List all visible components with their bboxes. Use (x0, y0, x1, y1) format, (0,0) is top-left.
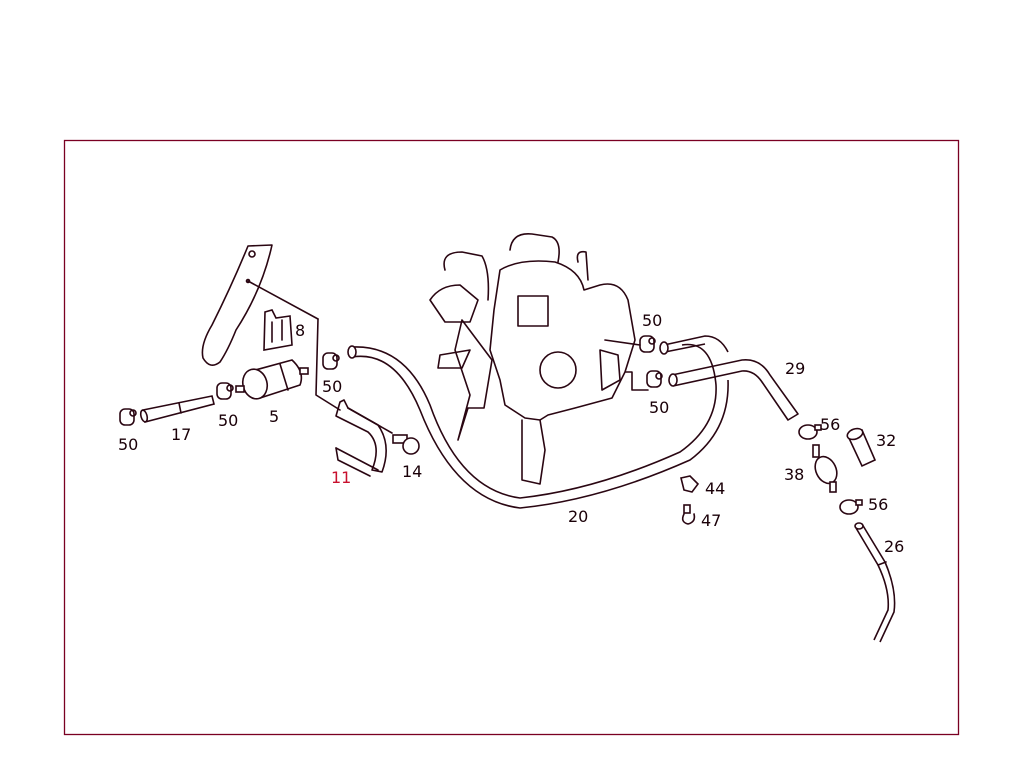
callout-14: 14 (402, 462, 422, 481)
check-valve-part-38 (812, 444, 838, 493)
hose-clamp-56 (839, 499, 863, 515)
fuel-line-part-20 (347, 343, 729, 509)
callout-8: 8 (295, 321, 305, 340)
callout-50: 50 (218, 411, 238, 430)
mounting-bracket (201, 244, 341, 411)
callout-50: 50 (649, 398, 669, 417)
callout-56: 56 (868, 495, 888, 514)
callout-20: 20 (568, 507, 588, 526)
hose-clamp (639, 335, 656, 353)
bracket-plate-part-8 (263, 309, 293, 351)
callout-17: 17 (171, 425, 191, 444)
hose-part-17 (139, 395, 215, 423)
callout-44: 44 (705, 479, 725, 498)
support-strap-part-11 (335, 399, 393, 477)
clip-part-44 (680, 475, 700, 493)
callout-50: 50 (118, 435, 138, 454)
hose-clamp (119, 408, 137, 426)
callout-5: 5 (269, 407, 279, 426)
callout-38: 38 (784, 465, 804, 484)
callout-29: 29 (785, 359, 805, 378)
fuel-filter-part-5 (235, 359, 309, 400)
callout-11: 11 (331, 468, 351, 487)
callout-32: 32 (876, 431, 896, 450)
return-hose-part-29 (659, 335, 799, 421)
callout-56: 56 (820, 415, 840, 434)
callout-26: 26 (884, 537, 904, 556)
hose-clamp (322, 352, 340, 370)
hose-clamp (646, 370, 663, 388)
sleeve-part-32 (846, 427, 877, 468)
callout-50: 50 (642, 311, 662, 330)
hose-clamp-56 (798, 424, 822, 440)
hose-part-26 (854, 522, 896, 643)
diagram-frame (63, 139, 960, 736)
clip-part-47 (681, 504, 696, 525)
callout-50: 50 (322, 377, 342, 396)
bolt-part-14 (392, 434, 420, 455)
hose-clamp (216, 382, 234, 400)
callout-47: 47 (701, 511, 721, 530)
carburetor-assembly (429, 233, 649, 485)
